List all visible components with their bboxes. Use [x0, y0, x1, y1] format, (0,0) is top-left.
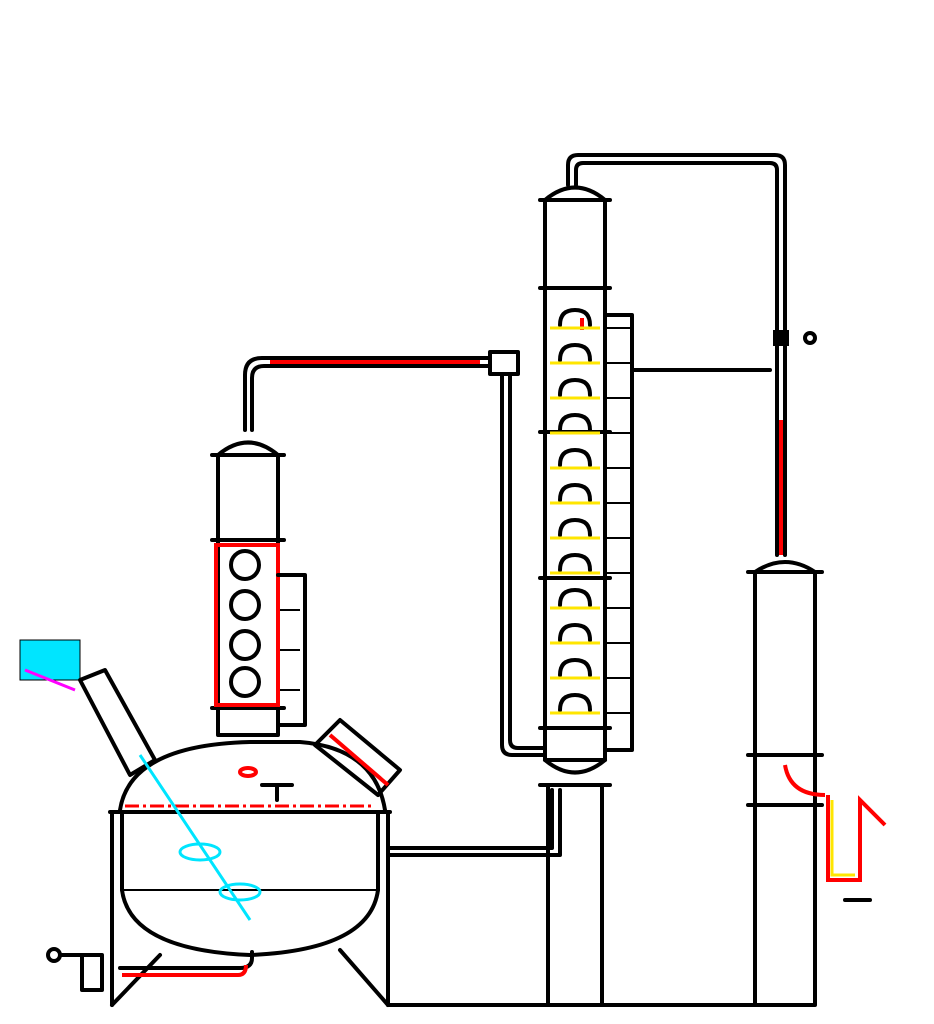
bubble-cap: [558, 448, 592, 467]
drain-pipe: [46, 947, 254, 992]
left-column: [210, 440, 307, 737]
column-trays: [550, 308, 632, 715]
bubble-cap: [558, 413, 592, 432]
overhead-vapor-line: [566, 153, 817, 557]
condenser: [746, 560, 826, 1007]
bubble-cap: [558, 623, 592, 642]
bubble-cap: [558, 308, 592, 327]
vapor-pipe: [243, 350, 547, 757]
bubble-cap: [558, 658, 592, 677]
pot-still: [108, 740, 392, 1007]
bubble-cap: [558, 553, 592, 572]
bubble-cap: [558, 343, 592, 362]
bubble-cap: [558, 378, 592, 397]
bubble-cap: [558, 518, 592, 537]
base-pipework: [386, 788, 757, 1007]
main-column: [538, 185, 634, 1007]
spirit-outlet: [826, 795, 887, 902]
sight-glass-manway: [313, 718, 402, 797]
agitator: [19, 639, 262, 921]
bubble-cap: [558, 483, 592, 502]
bubble-cap: [558, 693, 592, 712]
bubble-cap: [558, 588, 592, 607]
